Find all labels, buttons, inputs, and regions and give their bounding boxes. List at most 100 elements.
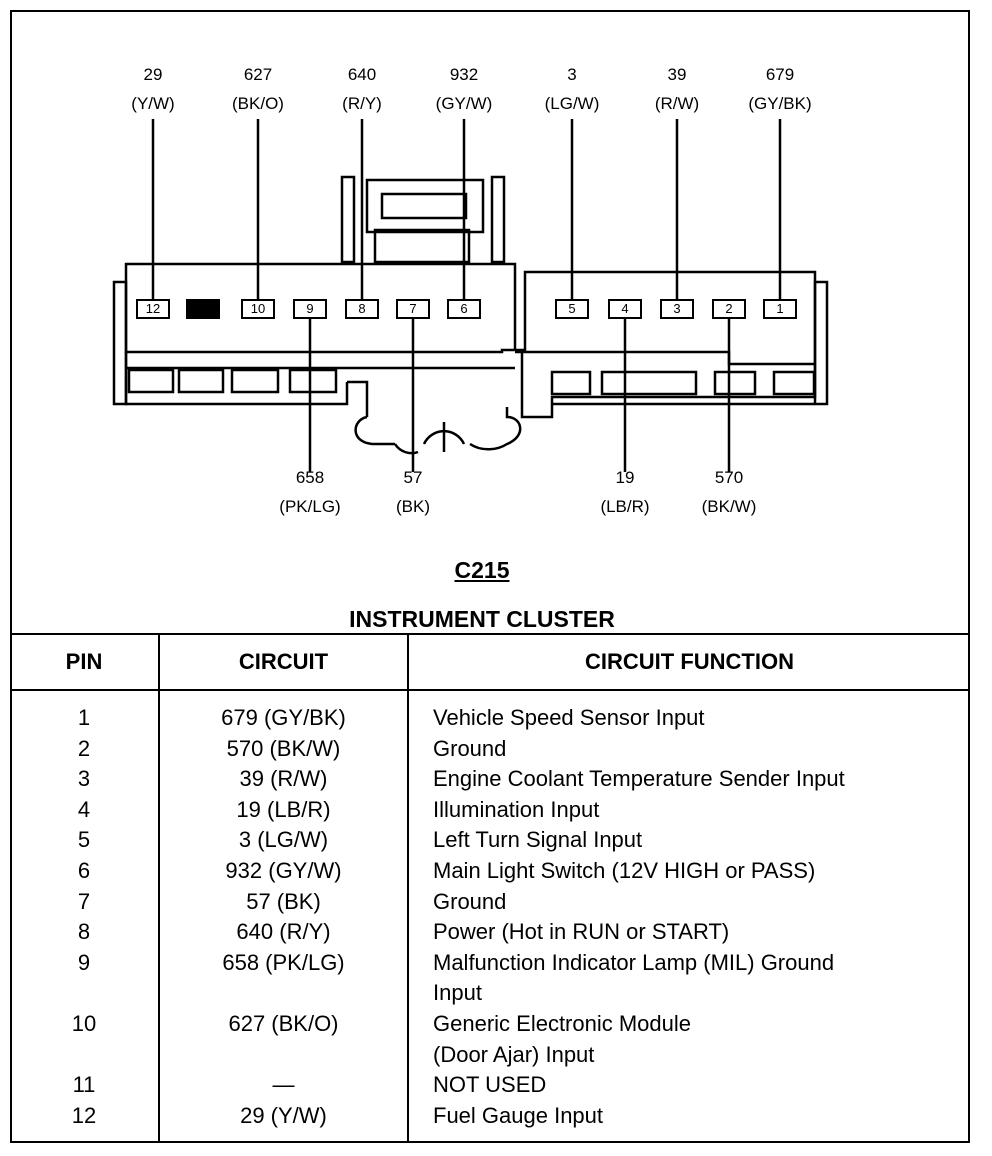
wire-color: (R/Y) [342,94,382,113]
header-circuit: CIRCUIT [158,633,408,691]
function-cell: Engine Coolant Temperature Sender Input [433,766,845,792]
wire-color: (GY/BK) [748,94,812,113]
pin-cell: 5 [77,827,91,853]
circuit-number: 679 [765,65,795,84]
component-name: INSTRUMENT CLUSTER [349,606,615,632]
circuit-number: 19 [615,468,635,487]
wire-color: (Y/W) [131,94,175,113]
circuit-cell: — [272,1072,295,1098]
wire-color: (BK/O) [232,94,284,113]
pin-cell: 7 [77,888,91,914]
pin-cell: 6 [77,857,91,883]
circuit-number: 570 [714,468,744,487]
circuit-cell: 658 (PK/LG) [222,949,345,975]
pin-cell: 4 [77,796,91,822]
circuit-cell: 679 (GY/BK) [221,705,346,730]
connector-id: C215 [454,557,510,583]
wire-color: (LG/W) [544,94,600,113]
circuit-cell: 640 (R/Y) [236,919,331,945]
pin-cell: 11 [72,1072,96,1098]
pin-cell-blank [11,978,157,1009]
pin-7: 7 [396,299,430,319]
function-cell: Main Light Switch (12V HIGH or PASS) [433,857,816,883]
circuit-number: 57 [403,468,423,487]
function-cell: Malfunction Indicator Lamp (MIL) Ground [433,949,835,975]
function-cell: Ground [433,735,507,761]
wire-color: (BK/W) [701,497,757,516]
pin-6: 6 [447,299,481,319]
wire-label-pin-12: 29 (Y/W) [93,60,213,118]
function-cell: Generic Electronic Module [433,1010,692,1036]
wire-color: (PK/LG) [279,497,341,516]
pin-5: 5 [555,299,589,319]
circuit-cell: 57 (BK) [246,888,321,914]
wire-label-pin-1: 679 (GY/BK) [720,60,840,118]
wire-label-pin-4: 19 (LB/R) [565,463,685,521]
function-cell: Input [433,980,482,1006]
pin-10: 10 [241,299,275,319]
circuit-cell-blank [161,1040,406,1071]
circuit-cell: 39 (R/W) [239,766,328,792]
circuit-cell: 627 (BK/O) [228,1010,339,1036]
wire-label-pin-7: 57 (BK) [353,463,473,521]
wire-label-pin-10: 627 (BK/O) [198,60,318,118]
function-cell: Fuel Gauge Input [433,1102,604,1128]
function-cell: Power (Hot in RUN or START) [433,919,730,945]
connector-drawing [112,119,829,472]
table-header-row: PIN CIRCUIT CIRCUIT FUNCTION [10,633,970,691]
function-cell: (Door Ajar) Input [433,1041,595,1067]
pin-cell: 2 [77,735,91,761]
circuit-cell: 3 (LG/W) [238,827,329,853]
pin-3: 3 [660,299,694,319]
wire-label-pin-5: 3 (LG/W) [512,60,632,118]
pin-9: 9 [293,299,327,319]
function-cell: Vehicle Speed Sensor Input [433,705,705,730]
wire-color: (GY/W) [435,94,493,113]
circuit-number: 3 [567,65,577,84]
pin-cell: 1 [77,705,91,730]
function-cell: NOT USED [433,1072,547,1098]
circuit-number: 29 [143,65,163,84]
connector-housing [112,262,829,455]
wire-label-pin-3: 39 (R/W) [617,60,737,118]
pin-cell-blank [11,1040,157,1071]
pin-cell: 12 [71,1102,97,1128]
wire-color: (LB/R) [600,497,650,516]
pin-cell: 10 [71,1010,97,1036]
pin-1: 1 [763,299,797,319]
wire-color: (BK) [396,497,430,516]
pin-wires [151,119,782,472]
pin-cell: 8 [77,919,91,945]
wire-color: (R/W) [654,94,700,113]
pin-cell: 3 [77,766,91,792]
circuit-number: 658 [295,468,325,487]
pin-cell: 9 [77,949,91,975]
pin-4: 4 [608,299,642,319]
circuit-cell-blank [161,978,406,1009]
pin-11: 11 [186,299,220,319]
pin-8: 8 [345,299,379,319]
function-cell: Illumination Input [433,796,600,822]
pin-12: 12 [136,299,170,319]
connector-latch [340,175,506,264]
pin-2: 2 [712,299,746,319]
circuit-cell: 570 (BK/W) [226,735,341,761]
circuit-cell: 932 (GY/W) [225,857,342,883]
circuit-column: 679 (GY/BK)570 (BK/W)39 (R/W)19 (LB/R)3 … [158,690,408,1143]
wire-label-pin-9: 658 (PK/LG) [250,463,370,521]
function-cell: Ground [433,888,507,914]
wire-label-pin-2: 570 (BK/W) [669,463,789,521]
circuit-number: 39 [667,65,687,84]
header-function: CIRCUIT FUNCTION [407,633,970,691]
circuit-number: 640 [347,65,377,84]
wire-label-pin-6: 932 (GY/W) [404,60,524,118]
wire-label-pin-8: 640 (R/Y) [302,60,422,118]
circuit-number: 627 [243,65,273,84]
circuit-number: 932 [449,65,479,84]
header-pin: PIN [10,633,159,691]
